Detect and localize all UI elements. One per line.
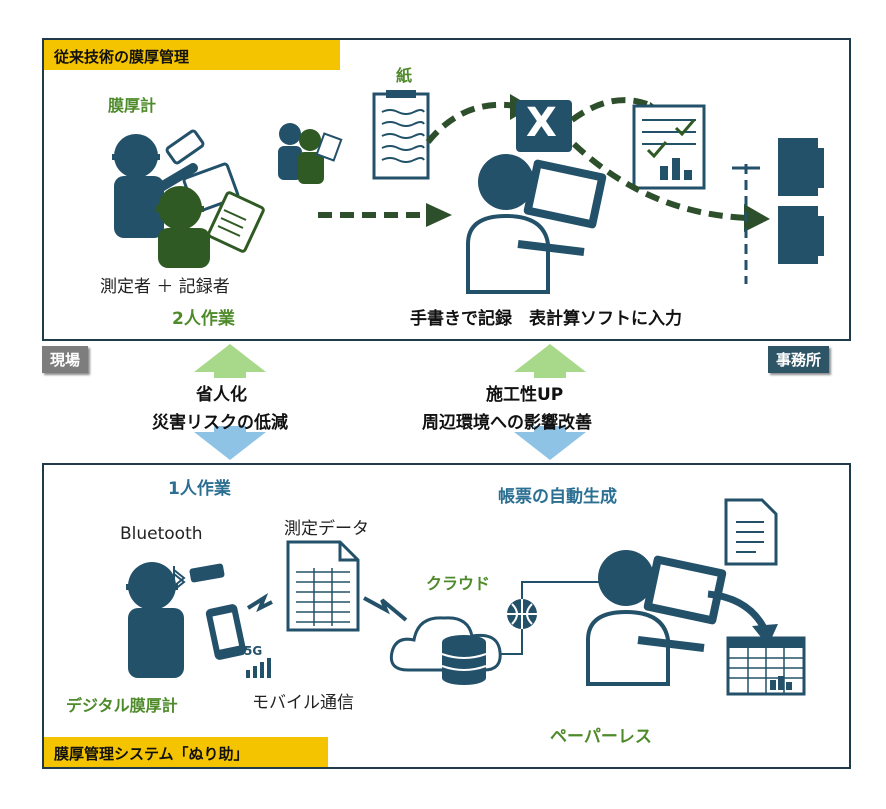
paper-label: 紙 (396, 66, 413, 85)
nurisuke-system-title: 膜厚管理システム「ぬり助」 (44, 737, 328, 767)
benefit-arrow-left (194, 344, 266, 460)
dashed-arrow-to-recorder (318, 203, 452, 227)
process-caption: 手書きで記録 表計算ソフトに入力 (410, 309, 682, 329)
auto-report-arrow (707, 590, 778, 646)
report-chart-icon (632, 104, 706, 190)
dashed-arrow-to-office-files (571, 141, 770, 232)
small-workers-icon (278, 123, 343, 184)
paper-document-icon (372, 90, 430, 180)
office-tag: 事務所 (768, 346, 830, 373)
office-worker-laptop-illustration (466, 154, 607, 294)
spreadsheet-app-letter: X (526, 100, 557, 146)
site-tag: 現場 (42, 346, 89, 373)
measurement-data-sheet-icon (286, 540, 360, 632)
conventional-method-title: 従来技術の膜厚管理 (44, 40, 340, 70)
benefit-right-line1: 施工性UP (486, 385, 564, 405)
roles-label: 測定者 ＋ 記録者 (100, 277, 230, 297)
generated-report-table-icon (726, 636, 806, 696)
report-document-icon (724, 498, 778, 566)
paperless-label: ペーパーレス (550, 727, 652, 747)
two-workers-illustration (112, 129, 265, 268)
bluetooth-label: Bluetooth (120, 524, 203, 544)
spreadsheet-app-icon (516, 100, 572, 152)
network-connector-lines (500, 581, 630, 655)
office-worker-laptop-bottom-illustration (586, 550, 727, 686)
wireless-signal-icon (363, 596, 408, 622)
two-person-work-label: 2人作業 (172, 309, 235, 329)
signal-5g-label: 5G (244, 644, 263, 658)
measurement-data-label: 測定データ (284, 519, 369, 539)
auto-report-label: 帳票の自動生成 (498, 487, 617, 507)
benefit-right-line2: 周辺環境への影響改善 (422, 413, 592, 433)
mobile-comm-label: モバイル通信 (252, 693, 354, 713)
digital-gauge-label: デジタル膜厚計 (66, 696, 178, 715)
cloud-database-icon (389, 616, 502, 685)
one-person-work-label: 1人作業 (168, 479, 231, 499)
benefit-left-line1: 省人化 (196, 385, 247, 405)
thickness-gauge-label: 膜厚計 (108, 96, 157, 115)
office-binders-icon (732, 138, 824, 284)
benefit-left-line2: 災害リスクの低減 (152, 413, 288, 433)
digital-gauge-worker-illustration (126, 562, 273, 678)
cloud-label: クラウド (426, 574, 491, 593)
benefit-arrow-right (514, 344, 586, 460)
signal-bars-icon (246, 658, 271, 678)
